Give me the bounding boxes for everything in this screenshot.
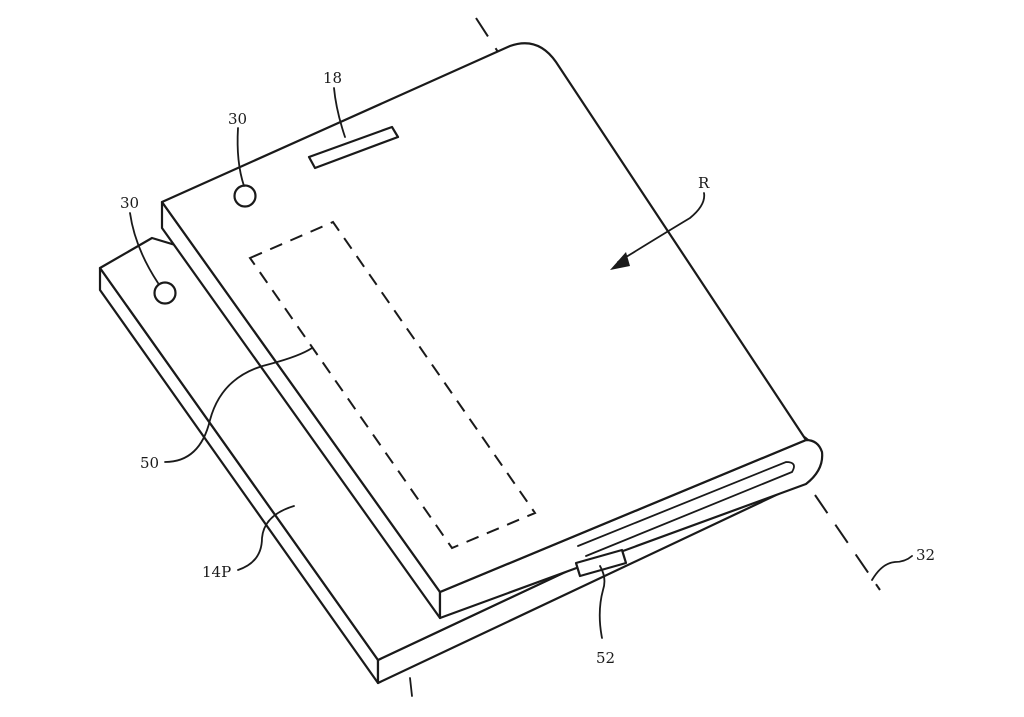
label-18: 18 (323, 69, 342, 87)
leader-14P (237, 505, 295, 571)
fold-axis-bottom-segment (814, 494, 881, 591)
sensor-window-lower-icon (153, 281, 177, 305)
label-50: 50 (140, 454, 159, 472)
arrowhead-icon (610, 252, 630, 270)
label-30-lower: 30 (120, 194, 139, 212)
hinge-slot (577, 461, 795, 557)
fold-axis-top-segment (475, 17, 499, 53)
upper-housing-top-face (160, 42, 808, 594)
leader-32 (871, 555, 913, 581)
upper-housing-front-face (438, 438, 824, 620)
upper-housing (160, 42, 824, 620)
label-52: 52 (596, 649, 615, 667)
label-R: R (698, 174, 710, 192)
label-30-upper: 30 (228, 110, 247, 128)
connector-52-icon (574, 548, 628, 578)
leader-30-lower (129, 212, 159, 284)
leader-bottom-tick (409, 677, 413, 697)
leader-R (617, 192, 706, 263)
leader-50 (164, 347, 313, 463)
leader-30-upper (236, 127, 245, 187)
receiver-18 (307, 125, 400, 170)
window-region-50 (248, 220, 537, 550)
receiver-slot-icon (307, 125, 400, 170)
label-14P: 14P (202, 563, 231, 581)
leader-18 (333, 87, 346, 138)
label-32: 32 (916, 546, 935, 564)
leader-52 (598, 565, 606, 639)
sensor-window-upper-icon (233, 184, 257, 208)
